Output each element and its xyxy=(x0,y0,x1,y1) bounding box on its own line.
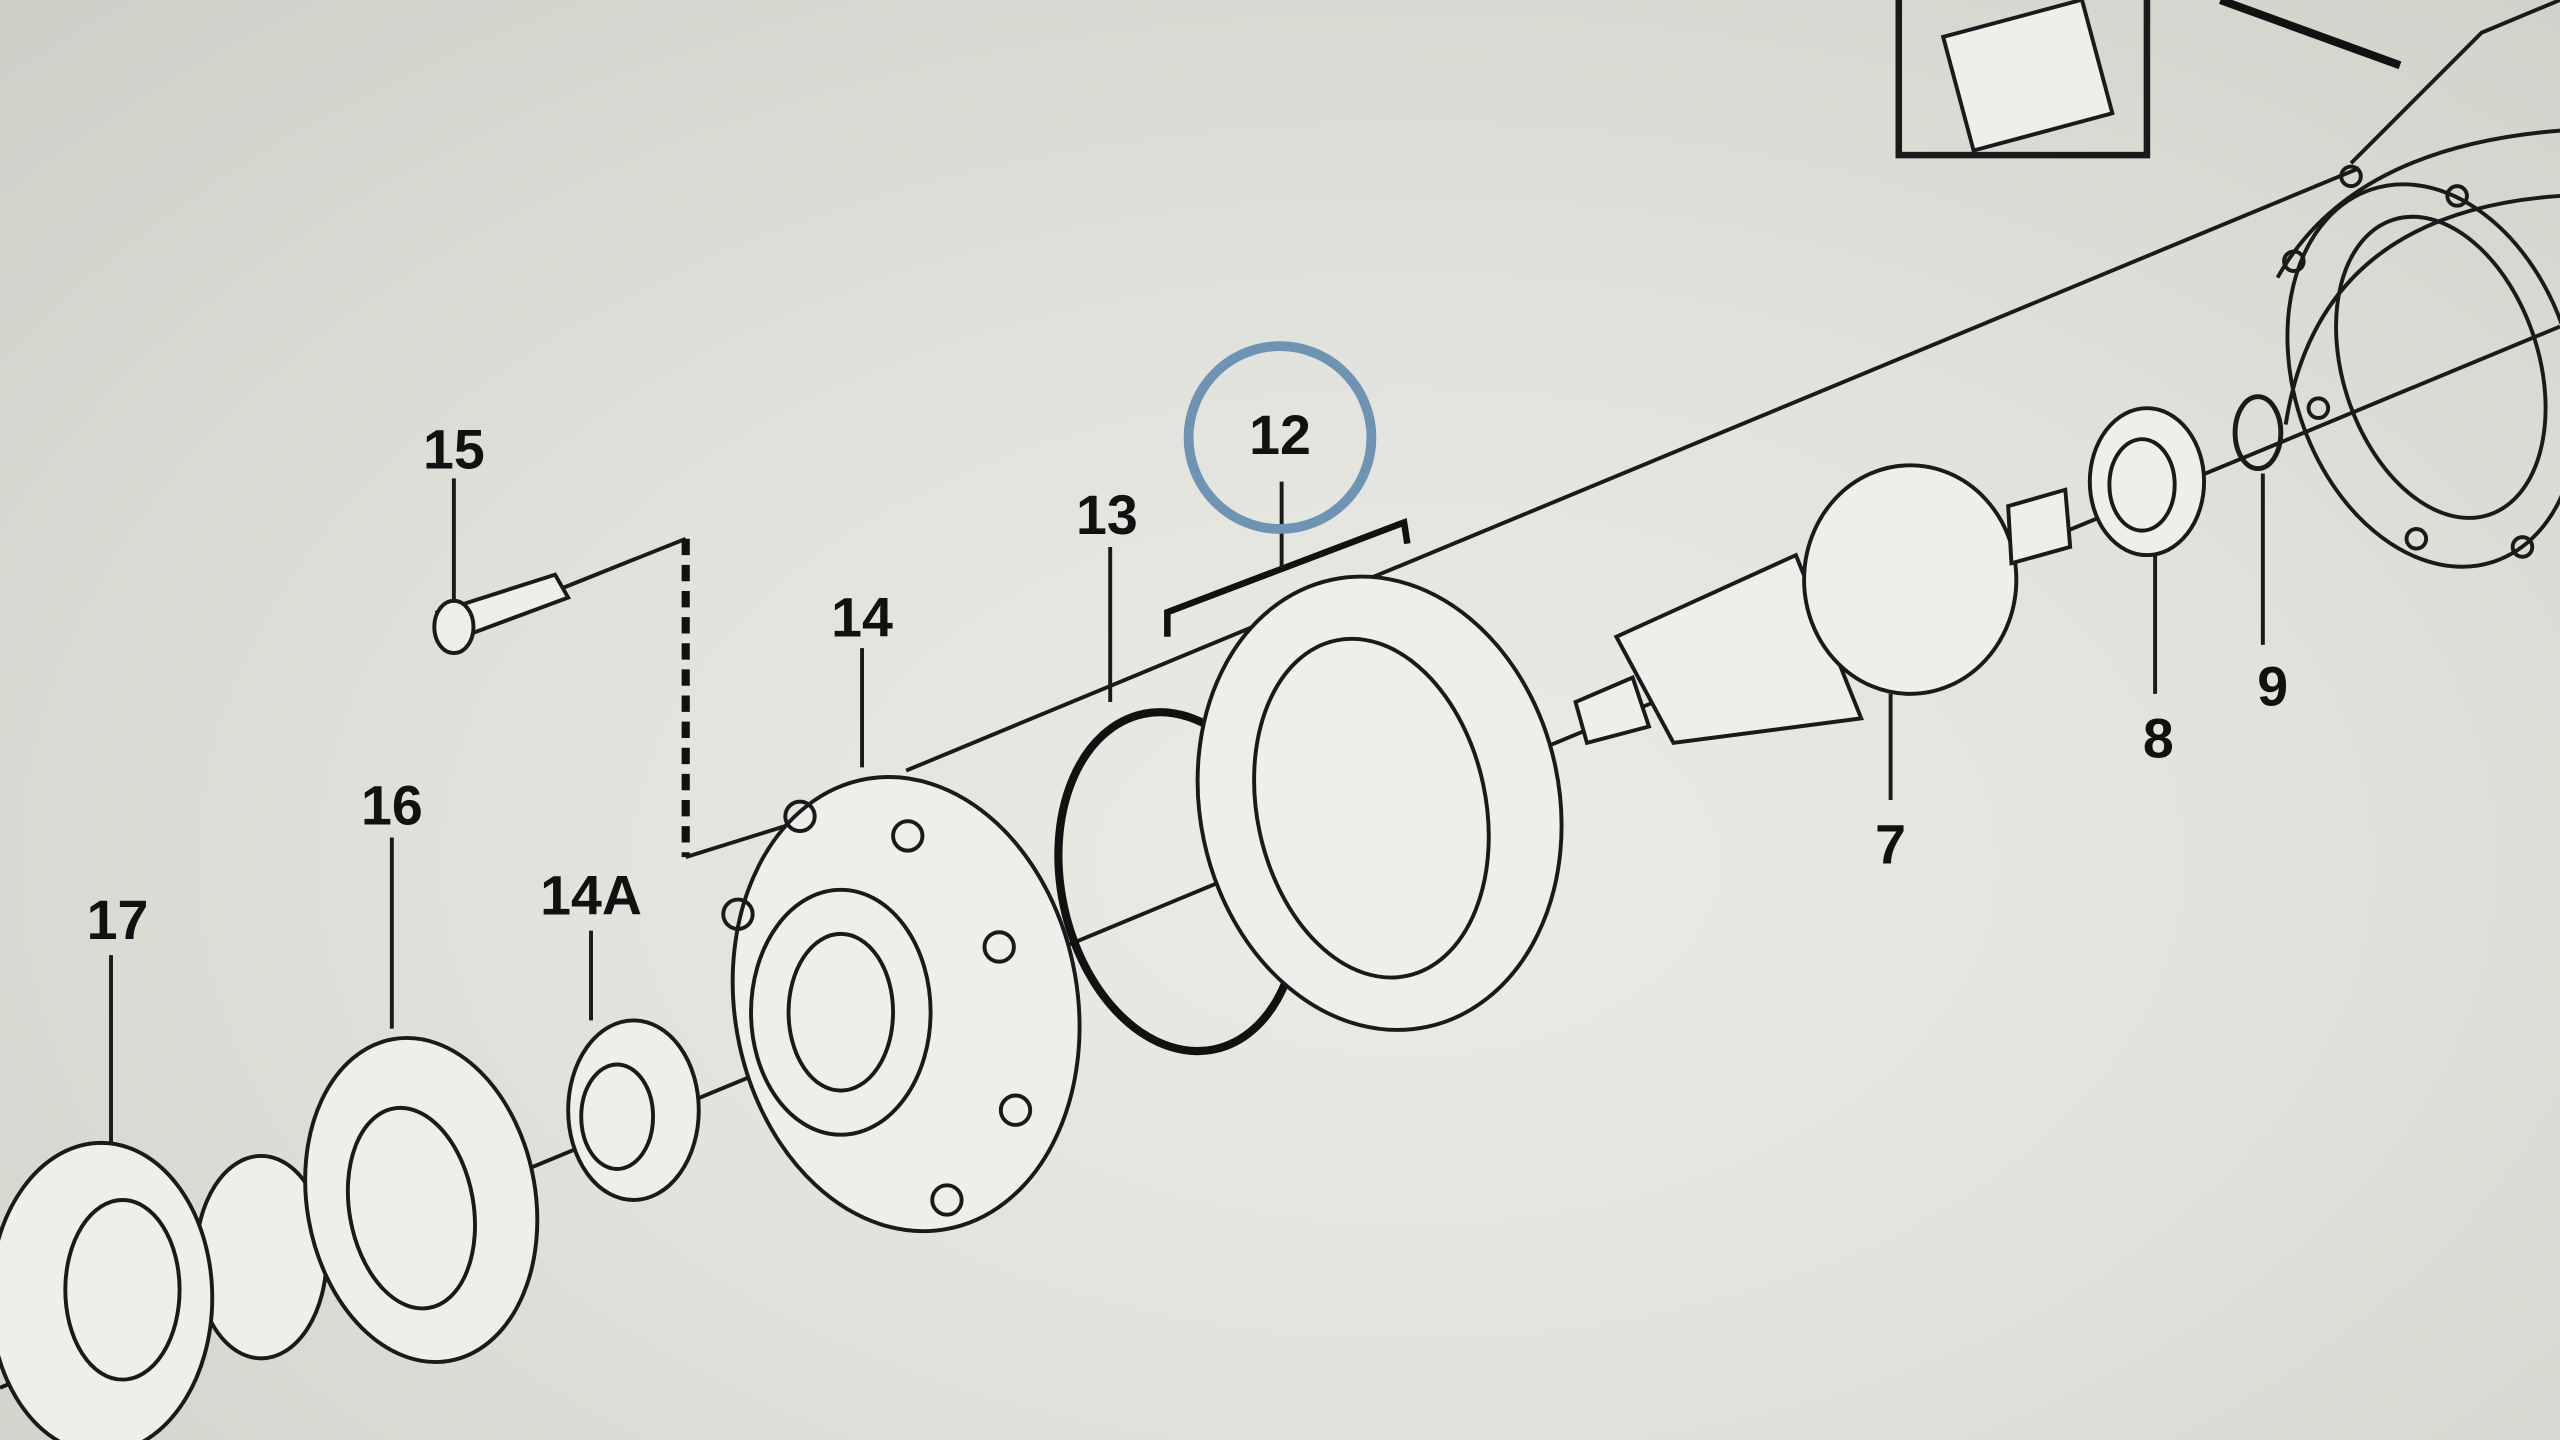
pinion-gear-7 xyxy=(1573,463,2073,800)
label-9[interactable]: 9 xyxy=(2257,655,2288,717)
seal-16 xyxy=(303,1036,540,1364)
gear-housing xyxy=(1895,0,2560,569)
label-14a[interactable]: 14A xyxy=(540,864,642,926)
alignment-line xyxy=(905,166,2360,773)
label-13[interactable]: 13 xyxy=(1076,484,1138,546)
label-8[interactable]: 8 xyxy=(2143,708,2174,770)
bearing-8 xyxy=(2087,406,2207,694)
label-7[interactable]: 7 xyxy=(1875,814,1906,876)
highlight-circle xyxy=(1183,341,1377,534)
nut-14a xyxy=(566,1018,701,1202)
cover-14 xyxy=(721,775,1082,1234)
shim-12 xyxy=(1164,481,1564,1032)
label-12[interactable]: 12 xyxy=(1249,404,1311,466)
bolt-15 xyxy=(432,536,817,860)
label-17[interactable]: 17 xyxy=(87,889,149,951)
flange-17 xyxy=(0,1140,329,1440)
snap-ring-9 xyxy=(2232,394,2284,645)
label-15[interactable]: 15 xyxy=(423,419,485,481)
label-16[interactable]: 16 xyxy=(361,774,423,836)
label-14[interactable]: 14 xyxy=(831,587,893,649)
